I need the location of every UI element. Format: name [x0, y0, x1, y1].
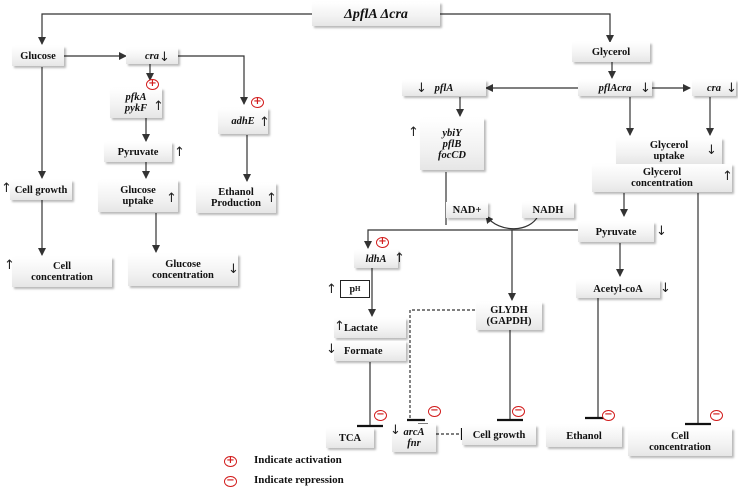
pflacra-node: pflAcra [578, 80, 652, 96]
glycerol-concentration-line2: concentration [631, 178, 693, 189]
up-arrow-ph: ↑ [326, 282, 337, 297]
down-arrow-cra-left: ↓ [159, 50, 170, 65]
repression-badge-ethanol: − [602, 410, 615, 421]
down-arrow-formate: ↓ [326, 342, 337, 357]
glycerol-node: Glycerol [572, 42, 650, 62]
pyruvate-left-node: Pyruvate [104, 142, 172, 162]
lactate-node: Lactate [334, 318, 406, 338]
nadh-node: NADH [522, 202, 574, 218]
glucose-concentration-line1: Glucose [165, 259, 201, 270]
glycerol-concentration-line1: Glycerol [642, 167, 682, 178]
pykf-label: pykF [124, 103, 148, 114]
cell-concentration-left-line2: concentration [31, 272, 93, 283]
acetyl-coa-node: Acetyl-coA [576, 280, 660, 298]
pfka-pykf-node: pfkA pykF [110, 88, 162, 118]
glucose-concentration-node: Glucose concentration [128, 254, 238, 286]
up-arrow-cell-concentration-left: ↑ [4, 258, 15, 273]
up-arrow-glucose-uptake: ↑ [166, 191, 177, 206]
arca-label: arcA [403, 427, 425, 438]
ethanol-production-node: Ethanol Production [196, 183, 276, 213]
glydh-gapdh-node: GLYDH (GAPDH) [476, 302, 542, 330]
activation-badge-ldha: + [376, 237, 389, 248]
legend-activation-icon: + [224, 456, 237, 467]
down-arrow-pyruvate-right: ↓ [656, 224, 667, 239]
cell-growth-left-node: Cell growth [10, 180, 72, 200]
up-arrow-pfka: ↑ [153, 99, 164, 114]
up-arrow-ethanol-production: ↑ [266, 191, 277, 206]
cra-right-node: cra [692, 80, 736, 96]
ethanol-production-line1: Ethanol [218, 187, 254, 198]
glycerol-uptake-node: Glycerol uptake [616, 138, 722, 164]
ybiy-pflb-foccd-node: ybiY pflB focCD [420, 118, 484, 170]
foccd-label: focCD [438, 149, 466, 161]
down-arrow-glucose-concentration: ↓ [228, 262, 239, 277]
down-arrow-glycerol-uptake: ↓ [706, 143, 717, 158]
cell-concentration-right-line1: Cell [670, 431, 690, 442]
formate-node: Formate [334, 341, 406, 361]
repression-badge-cell-concentration: − [710, 410, 723, 421]
fnr-label: fnr [407, 438, 421, 449]
tca-node: TCA [326, 428, 374, 448]
up-arrow-ybiy: ↑ [408, 125, 419, 140]
legend-activation-label: Indicate activation [254, 454, 342, 466]
adhe-node: adhE [218, 108, 268, 134]
down-arrow-pflacra: ↓ [640, 81, 651, 96]
ethanol-node: Ethanol [546, 425, 622, 447]
pflb-label: pflB [442, 138, 462, 150]
ybiy-label: ybiY [442, 127, 462, 139]
activation-badge-pfka: + [146, 79, 159, 90]
cra-left-node: cra [126, 48, 178, 64]
pfka-label: pfkA [125, 92, 147, 103]
glycerol-uptake-line1: Glycerol [649, 140, 689, 151]
up-arrow-pyruvate-left: ↑ [174, 145, 185, 160]
cell-concentration-left-node: Cell concentration [12, 257, 112, 287]
mutant-title: ΔpflA Δcra [312, 2, 440, 26]
down-arrow-acetyl-coa: ↓ [660, 281, 671, 296]
activation-badge-adhe: + [251, 97, 264, 108]
glycerol-concentration-node: Glycerol concentration [592, 164, 732, 192]
ph-base: p [349, 283, 356, 295]
down-arrow-pfla: ↓ [416, 81, 427, 96]
cell-concentration-left-line1: Cell [52, 261, 72, 272]
ldha-node: ldhA [354, 250, 398, 268]
glucose-uptake-node: Glucose uptake [98, 180, 178, 212]
cell-concentration-right-line2: concentration [649, 442, 711, 453]
up-arrow-lactate: ↑ [334, 319, 345, 334]
repression-badge-arca: − [428, 406, 441, 417]
ph-sup: H [355, 285, 361, 293]
glucose-node: Glucose [12, 46, 64, 66]
pfla-node: pflA [402, 80, 486, 96]
pyruvate-right-node: Pyruvate [578, 222, 654, 242]
glydh-label: GLYDH [490, 305, 528, 316]
cell-concentration-right-node: Cell concentration [628, 428, 732, 456]
ethanol-production-line2: Production [211, 198, 261, 209]
gapdh-label: (GAPDH) [486, 316, 532, 327]
glucose-uptake-line1: Glucose [120, 185, 156, 196]
up-arrow-glycerol-concentration: ↑ [722, 169, 733, 184]
glucose-uptake-line2: uptake [122, 196, 154, 207]
down-arrow-arca: ↓ [390, 423, 401, 438]
up-arrow-cell-growth-left: ↑ [1, 181, 12, 196]
repression-badge-tca: − [374, 410, 387, 421]
glucose-concentration-line2: concentration [152, 270, 214, 281]
legend-repression-icon: − [224, 476, 237, 487]
nad-plus-node: NAD+ [446, 202, 488, 218]
up-arrow-ldha: ↑ [394, 251, 405, 266]
arca-fnr-node: arcA fnr [392, 424, 436, 452]
cell-growth-right-node: Cell growth [462, 425, 536, 445]
legend-repression-label: Indicate repression [254, 474, 344, 486]
down-arrow-cra-right: ↓ [726, 81, 737, 96]
up-arrow-adhe: ↑ [259, 115, 270, 130]
repression-badge-cell-growth: − [512, 406, 525, 417]
glycerol-uptake-line2: uptake [653, 151, 685, 162]
